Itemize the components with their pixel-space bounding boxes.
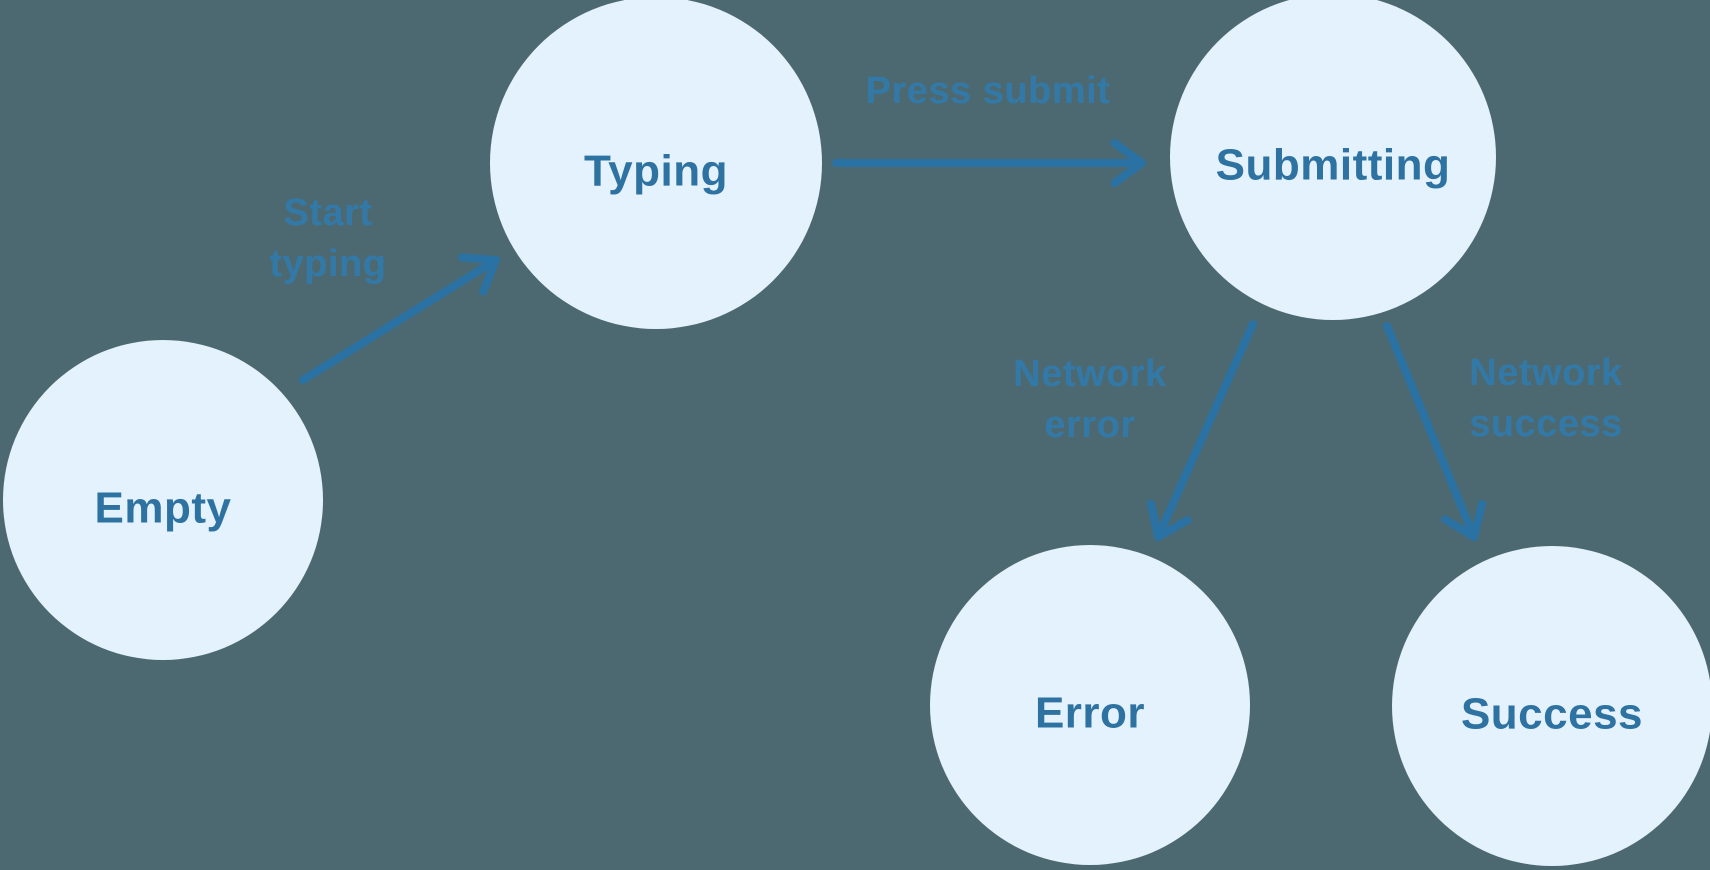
transition-arrow-line <box>1383 322 1478 541</box>
state-node-submitting[interactable]: Submitting <box>1170 0 1496 320</box>
transition-arrow-line <box>299 256 500 384</box>
state-node-circle <box>490 0 822 329</box>
state-node-typing[interactable]: Typing <box>490 0 822 329</box>
arrowhead-icon <box>1441 499 1487 541</box>
state-node-label: Success <box>1461 690 1643 739</box>
state-node-circle <box>1392 546 1710 866</box>
state-node-success[interactable]: Success <box>1392 546 1710 866</box>
transition-label: Press submit <box>866 70 1111 112</box>
transition-press-submit[interactable]: Press submit <box>832 70 1146 188</box>
state-node-label: Submitting <box>1216 141 1451 190</box>
state-node-label: Typing <box>584 147 728 196</box>
transition-arrow-line <box>1154 320 1257 541</box>
state-node-error[interactable]: Error <box>930 545 1250 865</box>
arrowhead-icon <box>1146 499 1192 541</box>
state-node-empty[interactable]: Empty <box>3 340 323 660</box>
state-node-circle <box>3 340 323 660</box>
state-node-label: Empty <box>95 484 232 533</box>
state-node-circle <box>1170 0 1496 320</box>
state-node-circle <box>930 545 1250 865</box>
arrowhead-icon <box>1110 138 1146 188</box>
arrowhead-icon <box>458 253 500 296</box>
state-node-label: Error <box>1035 689 1145 738</box>
